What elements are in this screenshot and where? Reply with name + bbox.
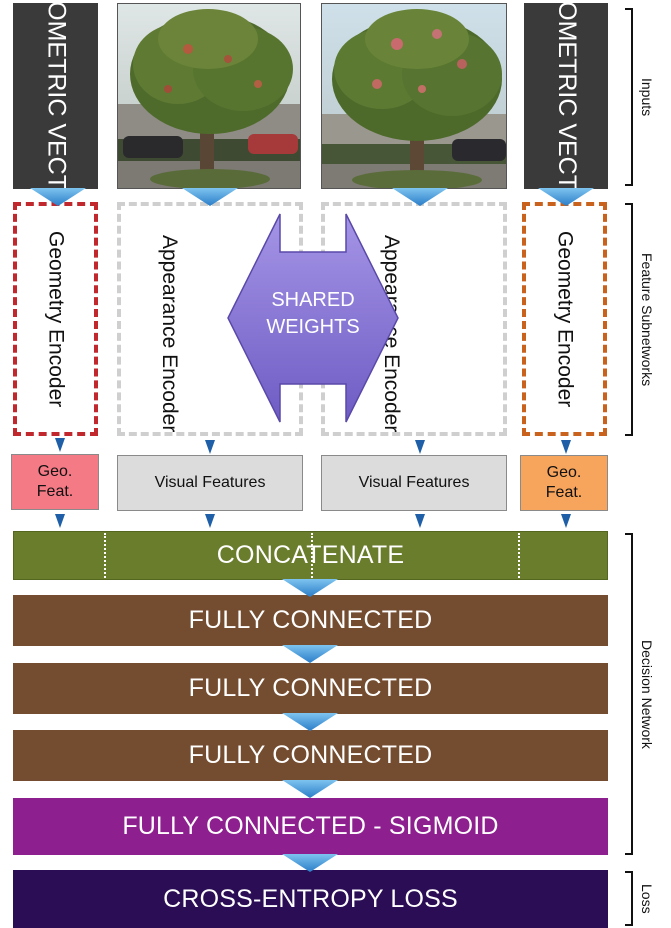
- fully-connected-layer-2: FULLY CONNECTED: [13, 663, 608, 714]
- encoder-label: Geometry Encoder: [44, 230, 68, 408]
- arrow-down-icon: [282, 645, 338, 663]
- encoder-label: Appearance Encoder: [158, 234, 181, 432]
- cross-entropy-loss-layer: CROSS-ENTROPY LOSS: [13, 870, 608, 928]
- arrow-down-icon: [205, 514, 215, 528]
- shared-weights-arrow: [227, 213, 399, 423]
- inputs-stage-label: Inputs: [639, 77, 655, 117]
- concat-divider: [104, 533, 106, 578]
- arrow-down-icon: [55, 514, 65, 528]
- arrow-down-icon: [415, 514, 425, 528]
- arrow-down-icon: [415, 440, 425, 454]
- concat-divider: [518, 533, 520, 578]
- arrow-down-icon: [282, 579, 338, 597]
- arrow-down-icon: [30, 188, 86, 206]
- geo-feat-left: Geo. Feat.: [11, 454, 99, 510]
- visual-features-right: Visual Features: [321, 455, 507, 511]
- feature-subnetworks-stage-label: Feature Subnetworks: [639, 252, 655, 387]
- fully-connected-layer-1: FULLY CONNECTED: [13, 595, 608, 646]
- arrow-down-icon: [55, 438, 65, 452]
- arrow-down-icon: [182, 188, 238, 206]
- arrow-down-icon: [282, 713, 338, 731]
- geometric-vector-input-right: GEOMETRIC VECTOR: [524, 0, 608, 227]
- fully-connected-layer-3: FULLY CONNECTED: [13, 730, 608, 781]
- loss-stage-label: Loss: [639, 883, 655, 914]
- arrow-down-icon: [561, 514, 571, 528]
- inputs-bracket: [625, 8, 633, 186]
- geometric-vector-input-left: GEOMETRIC VECTOR: [13, 0, 98, 227]
- concatenate-layer: CONCATENATE: [13, 531, 608, 580]
- tree-photo-left: [117, 3, 301, 189]
- loss-bracket: [625, 871, 633, 926]
- encoder-label: Geometry Encoder: [553, 230, 577, 408]
- arrow-down-icon: [205, 440, 215, 454]
- tree-image: [322, 4, 506, 188]
- arrow-down-icon: [538, 188, 594, 206]
- encoder-label: Appearance Encoder: [380, 234, 403, 432]
- arrow-down-icon: [282, 780, 338, 798]
- tree-image: [118, 4, 300, 188]
- arrow-down-icon: [392, 188, 448, 206]
- feature-subnetworks-bracket: [625, 203, 633, 436]
- visual-features-left: Visual Features: [117, 455, 303, 511]
- fully-connected-sigmoid-layer: FULLY CONNECTED - SIGMOID: [13, 798, 608, 855]
- decision-network-bracket: [625, 533, 633, 855]
- arrow-down-icon: [561, 440, 571, 454]
- decision-network-stage-label: Decision Network: [639, 639, 655, 749]
- geo-feat-right: Geo. Feat.: [520, 455, 608, 511]
- arrow-down-icon: [282, 854, 338, 872]
- concat-divider: [311, 533, 313, 578]
- shared-weights-label: SHARED WEIGHTS: [266, 289, 360, 338]
